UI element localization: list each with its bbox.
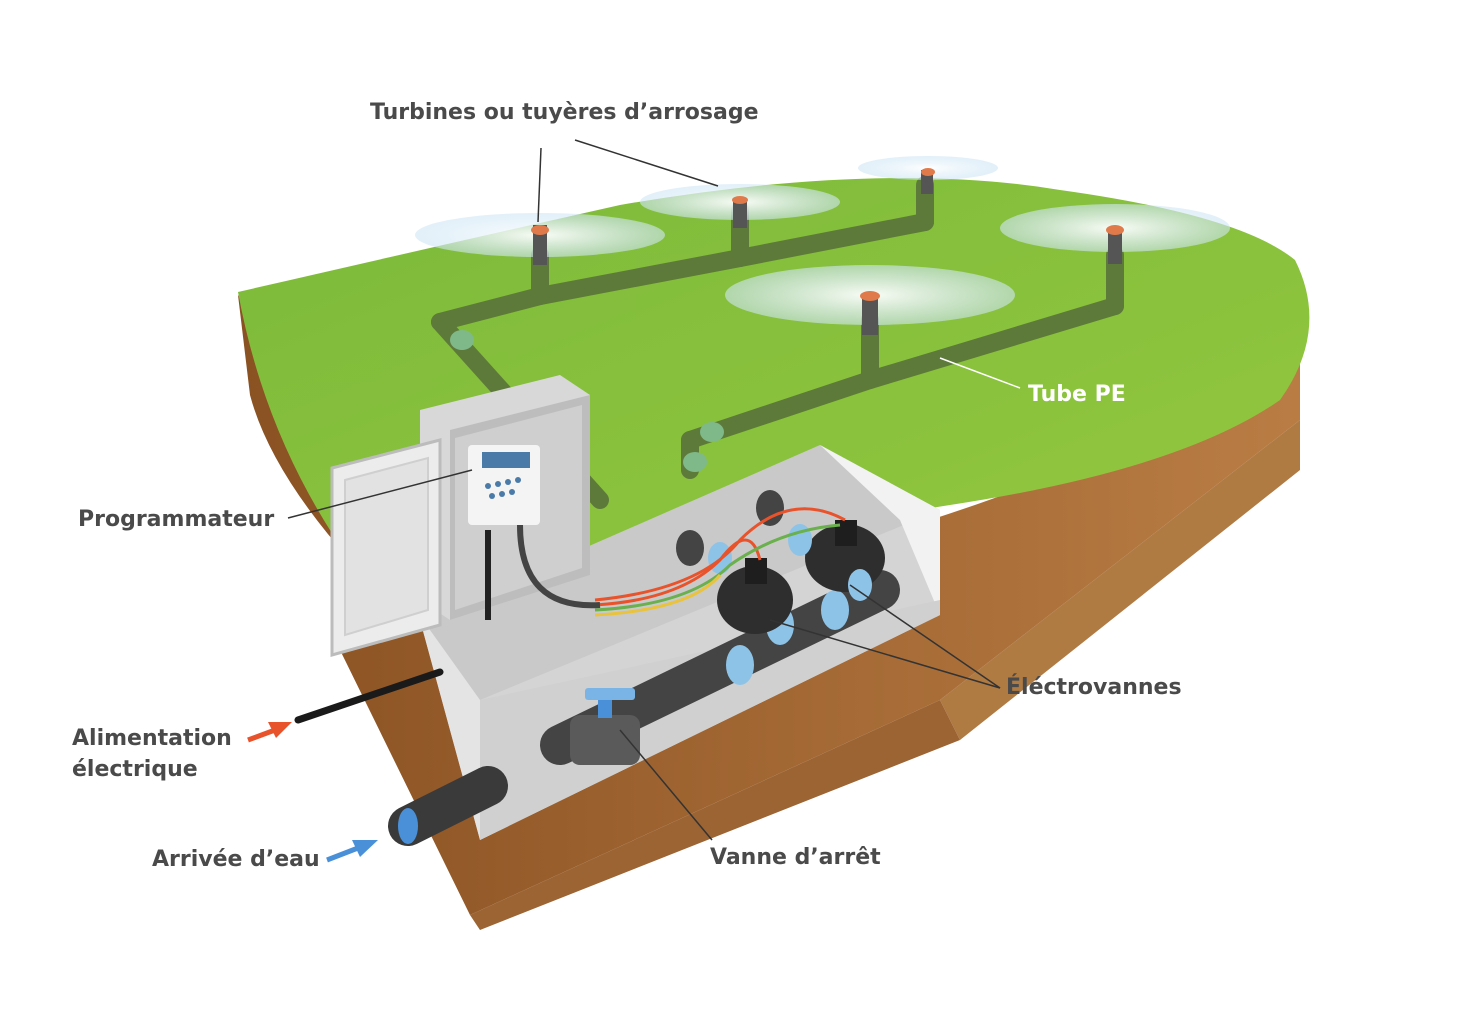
leader-lines [287, 139, 1021, 841]
label-alimentation-line2: électrique [72, 756, 198, 782]
valve-wires [594, 507, 846, 617]
water-inlet-pipe [388, 766, 508, 846]
water-arrow [326, 840, 378, 863]
label-alimentation-line1: Alimentation [72, 726, 232, 751]
electrovalve-2 [788, 520, 885, 601]
label-turbines: Turbines ou tuyères d’arrosage [370, 100, 759, 125]
sprinkler-1 [415, 213, 665, 265]
sprinkler-2 [640, 184, 840, 228]
shutoff-valve [570, 688, 640, 765]
label-electrovannes: Éléctrovannes [1006, 675, 1182, 700]
pipe-couplings [450, 330, 724, 472]
sprinkler-heads [415, 156, 1230, 335]
sprinkler-5 [725, 265, 1015, 335]
label-vanne-arret: Vanne d’arrêt [710, 845, 881, 870]
label-tube-pe: Tube PE [1028, 382, 1126, 407]
electrovalves [676, 490, 885, 634]
label-alimentation: Alimentation électrique [72, 724, 232, 786]
electric-arrow [247, 722, 292, 743]
sprinkler-4 [1000, 204, 1230, 264]
sprinkler-3 [858, 156, 998, 194]
label-arrivee-eau: Arrivée d’eau [152, 847, 320, 872]
controller-box [330, 375, 601, 657]
label-programmateur: Programmateur [78, 507, 275, 532]
power-cable [294, 668, 444, 724]
